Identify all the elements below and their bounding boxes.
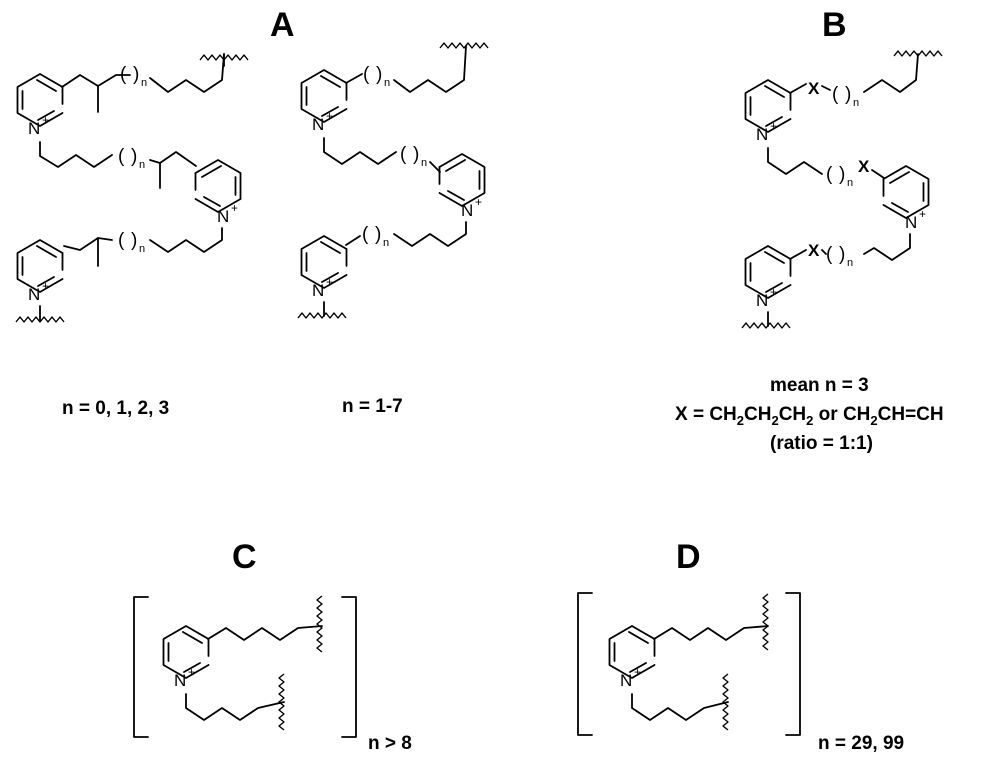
nitrogen-atom: N [312,281,324,300]
paren-open: ( [362,224,369,245]
caption-x-part: or CH [813,404,871,425]
paren-open: ( [363,64,370,85]
positive-charge: + [770,119,777,133]
positive-charge: + [42,113,49,127]
positive-charge: + [326,275,333,289]
nitrogen-atom: N [756,125,768,144]
paren-close: ) [839,164,845,185]
positive-charge: + [770,285,777,299]
nitrogen-atom: N [461,201,473,220]
bracket-left [133,596,149,738]
polymer-backbone-wavy [722,673,729,731]
paren-open: ( [832,84,839,105]
panel-d-caption: n = 29, 99 [818,733,905,754]
repeat-n: n [139,243,145,255]
bracket-right [341,596,357,738]
positive-charge: + [326,109,333,123]
polymer-backbone-wavy [762,593,769,651]
positive-charge: + [634,665,641,679]
repeat-n: n [853,97,859,109]
paren-open: ( [118,230,125,251]
panel-a-caption-left: n = 0, 1, 2, 3 [62,398,170,419]
repeat-n: n [847,177,853,189]
repeat-n: n [421,157,427,169]
nitrogen-atom: N [28,119,40,138]
panel-b-structure: N + X ( ) n ( ) n X N + ( ) n X N + [741,50,943,329]
panel-c-caption: n > 8 [368,733,412,754]
paren-close: ) [131,146,137,167]
panel-b-caption-x: X = CH2CH2CH2 or CH2CH=CH [675,404,944,428]
paren-close: ) [839,244,845,265]
caption-x-part: CH [744,404,772,425]
x-linker-atom: X [858,157,870,176]
bracket-left [577,592,593,736]
nitrogen-atom: N [217,207,229,226]
nitrogen-atom: N [28,285,40,304]
polymer-backbone-wavy [278,673,285,731]
repeat-n: n [139,159,145,171]
paren-open: ( [118,146,125,167]
subscript: 2 [736,412,745,428]
caption-x-part: CH [778,404,807,425]
panel-c-label: C [232,538,257,576]
polymer-backbone-wavy [741,322,791,329]
panel-b-caption-mean: mean n = 3 [770,375,869,396]
polymer-backbone-wavy [297,312,347,319]
polymer-backbone-wavy [316,595,323,653]
caption-x-part: CH=CH [877,404,944,425]
subscript: 2 [771,412,779,428]
paren-close: ) [376,64,382,85]
paren-close: ) [845,84,851,105]
bracket-right [785,592,801,736]
polymer-backbone-wavy [893,50,943,57]
repeat-n: n [847,257,853,269]
positive-charge: + [231,201,238,215]
panel-a-structure-linear: N + ( ) n ( ) n N + ( ) n N + [297,42,489,319]
paren-open: ( [826,244,833,265]
paren-open: ( [400,144,407,165]
nitrogen-atom: N [905,213,917,232]
repeat-n: n [384,77,390,89]
polymer-backbone-wavy [199,54,249,61]
paren-close: ) [131,230,137,251]
nitrogen-atom: N [620,671,632,690]
x-linker-atom: X [808,241,820,260]
paren-open: ( [120,64,127,85]
subscript: 2 [870,412,878,428]
panel-a-structure-branched: N + ( ) n ( ) n N + ( ) n N + [15,53,249,323]
positive-charge: + [919,207,926,221]
polymer-backbone-wavy [15,316,65,323]
subscript: 2 [806,412,814,428]
nitrogen-atom: N [174,671,186,690]
polymer-backbone-wavy [439,42,489,49]
paren-close: ) [133,64,139,85]
paren-close: ) [413,144,419,165]
panel-b-label: B [822,6,847,44]
panel-d-structure: N + [577,592,801,736]
positive-charge: + [475,195,482,209]
panel-a-caption-right: n = 1-7 [342,396,403,417]
panel-c-structure: N + [133,595,357,738]
paren-open: ( [826,164,833,185]
panel-d-label: D [676,538,701,576]
x-linker-atom: X [808,79,820,98]
nitrogen-atom: N [756,291,768,310]
paren-close: ) [375,224,381,245]
positive-charge: + [42,279,49,293]
repeat-n: n [141,77,147,89]
panel-a-label: A [270,6,295,44]
repeat-n: n [383,237,389,249]
nitrogen-atom: N [312,115,324,134]
positive-charge: + [188,665,195,679]
caption-x-part: X = CH [675,404,737,425]
panel-b-caption-ratio: (ratio = 1:1) [770,433,873,454]
